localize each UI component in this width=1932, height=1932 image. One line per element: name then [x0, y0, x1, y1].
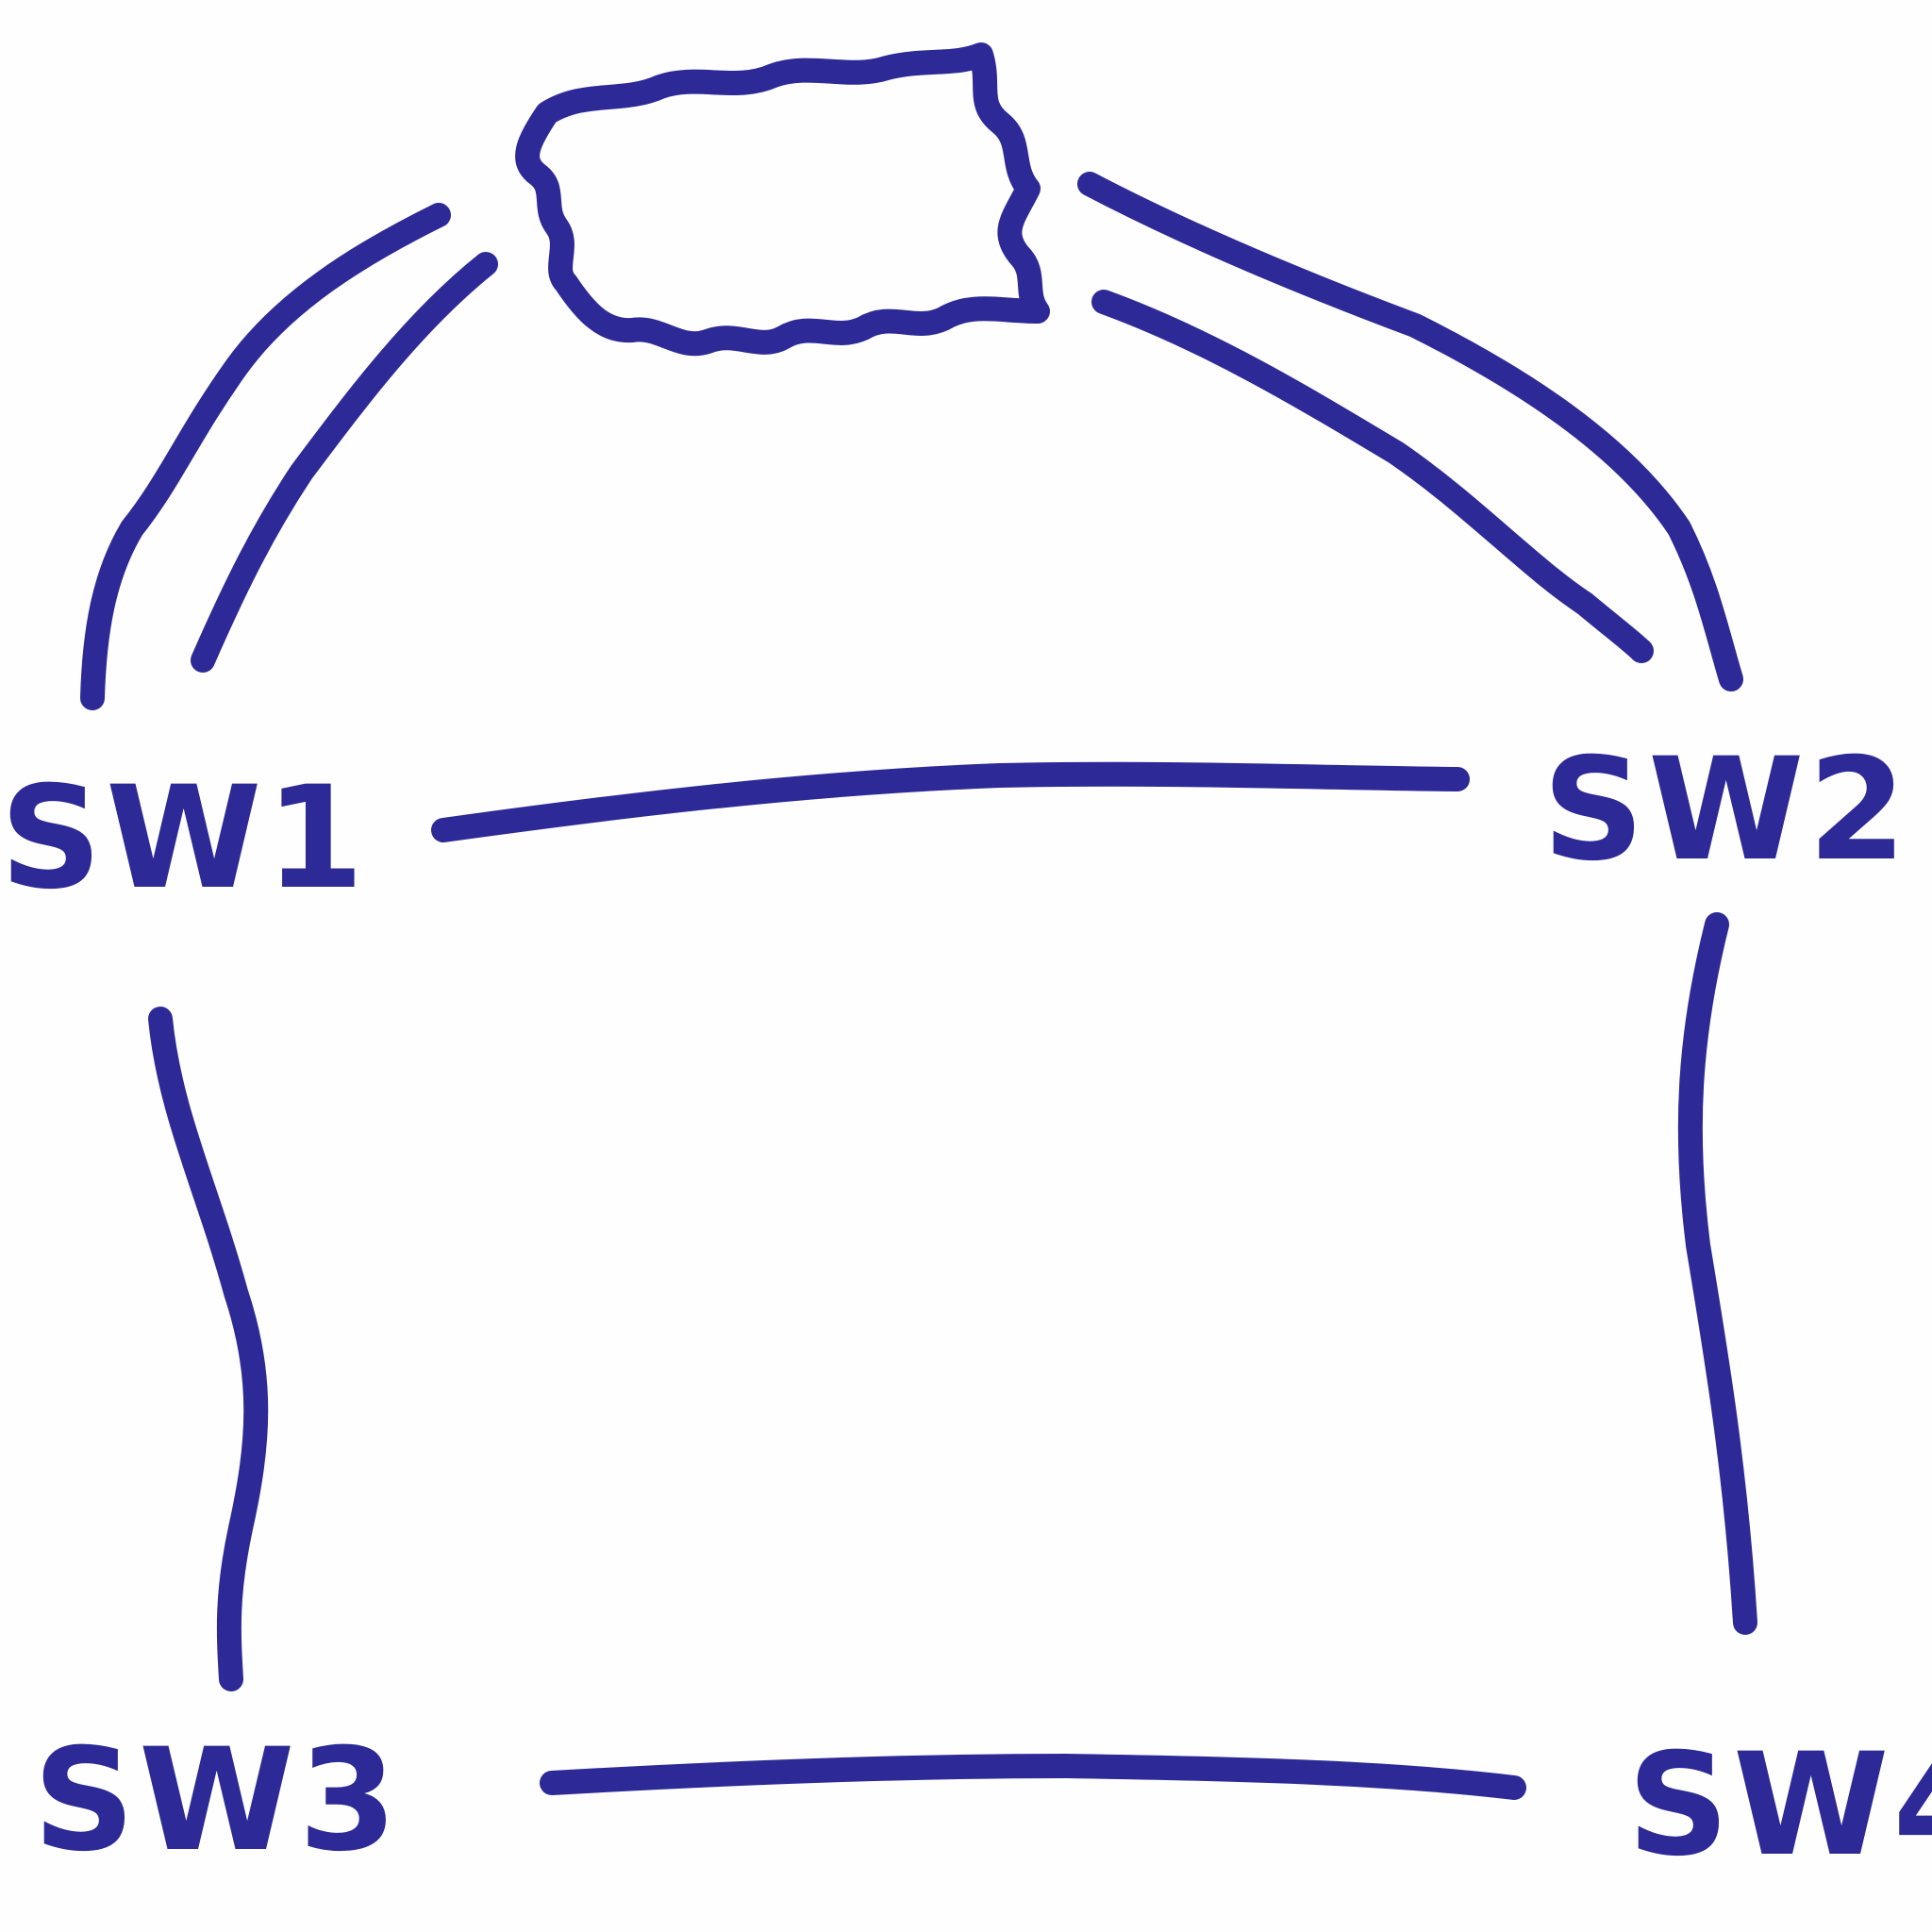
- node-label-sw4: SW4: [1627, 1724, 1932, 1888]
- node-label-sw1: SW1: [0, 757, 368, 921]
- node-label-sw2: SW2: [1542, 728, 1910, 892]
- cloud-outline: [515, 42, 1050, 357]
- link-cloud-sw2-a: [1077, 172, 1743, 691]
- link-cloud-sw1-b: [191, 252, 498, 673]
- link-sw3-sw4: [540, 1754, 1526, 1800]
- link-sw1-sw3: [148, 1007, 269, 1691]
- cloud-icon: [515, 42, 1050, 357]
- link-sw2-sw4: [1677, 912, 1757, 1635]
- link-cloud-sw2-b: [1091, 290, 1654, 663]
- node-label-sw3: SW3: [33, 1719, 401, 1883]
- link-sw1-sw2: [431, 761, 1470, 842]
- link-cloud-sw1-a: [80, 203, 451, 710]
